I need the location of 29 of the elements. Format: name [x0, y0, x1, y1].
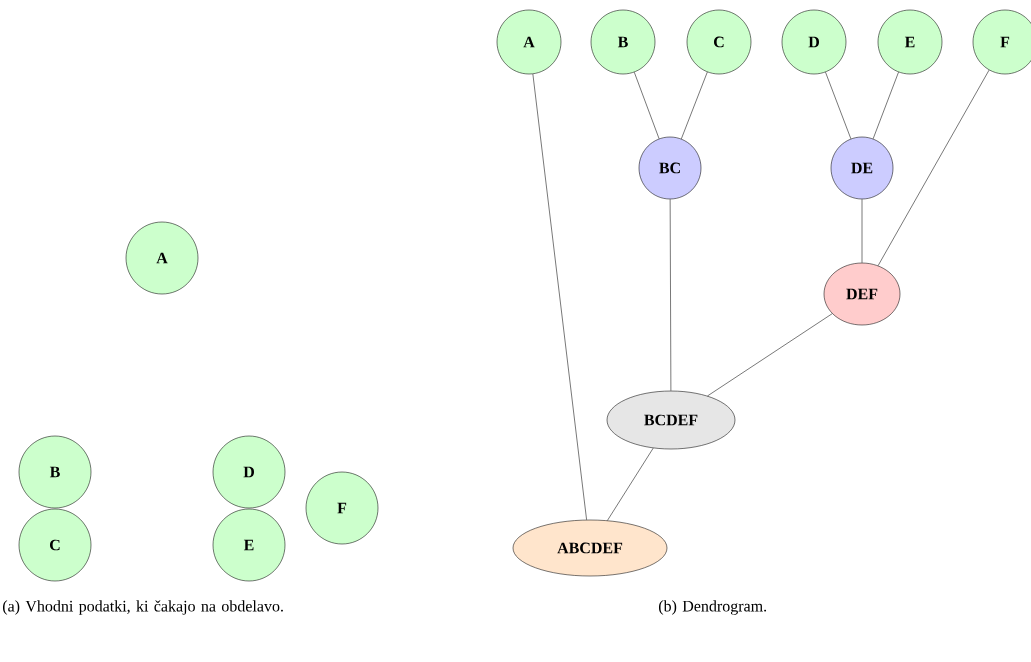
circle-node: C: [18, 508, 92, 582]
ellipse-node: ABCDEF: [512, 519, 668, 577]
circle-node: DE: [830, 136, 894, 200]
circle-node: F: [305, 471, 379, 545]
circle-node: E: [212, 508, 286, 582]
connector-line: [872, 71, 899, 140]
connector-line: [607, 447, 654, 521]
connector-line: [707, 313, 833, 397]
circle-node: B: [18, 435, 92, 509]
connector-line: [877, 69, 990, 266]
circle-node: A: [496, 9, 562, 75]
connector-line: [669, 199, 672, 391]
circle-node: B: [590, 9, 656, 75]
connector-line: [681, 71, 708, 140]
ellipse-node: BCDEF: [606, 390, 736, 450]
subfigure-caption: (b) Dendrogram.: [659, 600, 767, 615]
circle-node: A: [125, 221, 199, 295]
ellipse-node: DEF: [823, 262, 901, 326]
circle-node: D: [212, 435, 286, 509]
circle-node: D: [781, 9, 847, 75]
circle-node: F: [972, 9, 1031, 75]
subfigure-caption: (a) Vhodni podatki, ki čakajo na obdelavo.: [3, 600, 283, 615]
circle-node: C: [686, 9, 752, 75]
connector-line: [861, 199, 863, 263]
circle-node: E: [877, 9, 943, 75]
circle-node: BC: [638, 136, 702, 200]
connector-line: [532, 73, 587, 521]
connector-line: [634, 71, 660, 139]
connector-line: [825, 71, 852, 140]
